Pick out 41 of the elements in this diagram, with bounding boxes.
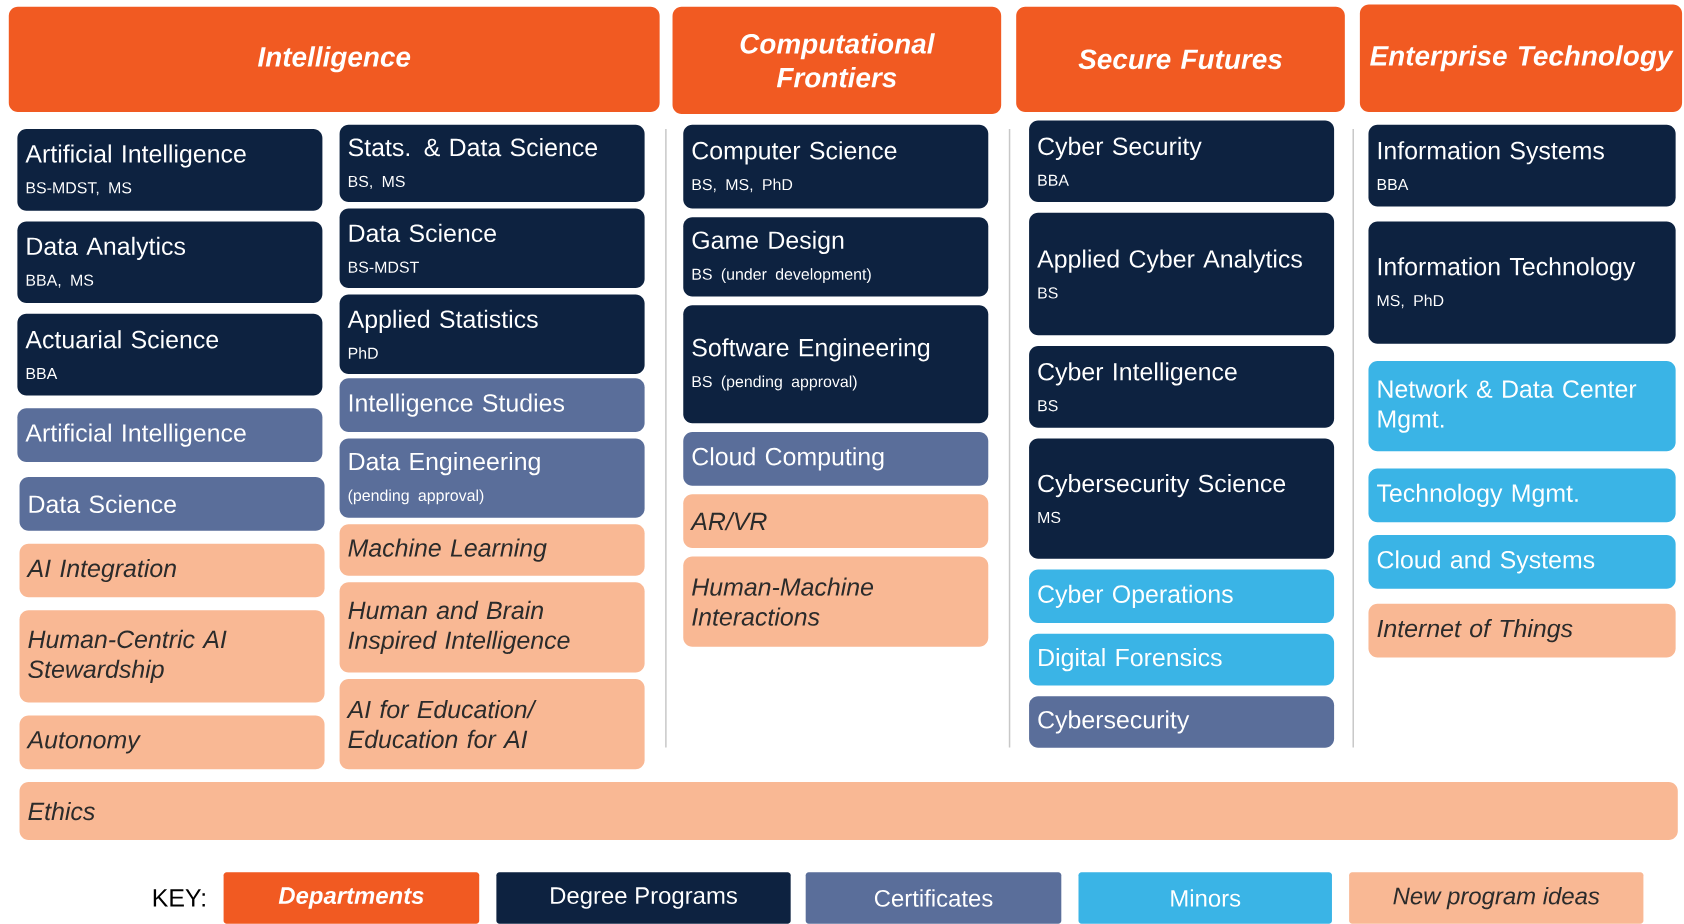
program-idea-box: Machine Learning <box>339 524 645 576</box>
key-label: KEY: <box>153 889 205 907</box>
program-idea-box: Internet of Things <box>1368 603 1676 658</box>
degree-program-box: Data Analytics BBA, MS <box>17 221 323 304</box>
certificate-box: Intelligence Studies <box>339 378 645 432</box>
minor-box: Network & Data Center Mgmt. <box>1368 361 1676 452</box>
dept-header: Intelligence <box>8 6 660 112</box>
degree-program-box: Information Technology MS, PhD <box>1368 221 1676 344</box>
degree-program-box: Data Science BS-MDST <box>339 208 645 289</box>
minor-box: Cloud and Systems <box>1368 535 1676 589</box>
degree-program-box: Artificial Intelligence BS-MDST, MS <box>17 129 323 211</box>
program-idea-box: Ethics <box>19 782 1678 841</box>
degree-program-box: Actuarial Science BBA <box>17 313 323 396</box>
certificate-box: Data Engineering (pending approval) <box>339 438 645 518</box>
program-idea-box: AI Integration <box>19 543 325 598</box>
program-idea-box: Autonomy <box>19 715 325 770</box>
dept-header: Enterprise Technology <box>1359 4 1683 112</box>
degree-program-box: Cyber Intelligence BS <box>1029 346 1335 428</box>
degree-program-box: Applied Cyber Analytics BS <box>1029 212 1335 336</box>
program-idea-box: AI for Education/ Education for AI <box>339 678 645 770</box>
program-idea-box: Human-Centric AI Stewardship <box>19 610 325 703</box>
degree-program-box: Information Systems BBA <box>1368 124 1676 207</box>
degree-program-box: Cybersecurity Science MS <box>1029 438 1335 559</box>
program-idea-box: Human and Brain Inspired Intelligence <box>339 582 645 673</box>
degree-program-box: Stats. & Data Science BS, MS <box>339 124 645 203</box>
degree-program-box: Computer Science BS, MS, PhD <box>683 124 989 209</box>
degree-program-box: Cyber Security BBA <box>1029 120 1335 203</box>
dept-header: Secure Futures <box>1016 6 1345 112</box>
program-idea-box: AR/VR <box>683 494 989 548</box>
degree-program-box: Applied Statistics PhD <box>339 294 645 374</box>
dept-header: Computational Frontiers <box>672 6 1002 115</box>
program-idea-box: Human-Machine Interactions <box>683 556 989 647</box>
certificate-box: Cloud Computing <box>683 431 989 486</box>
degree-program-box: Software Engineering BS (pending approval) <box>683 305 989 424</box>
certificate-box: Cybersecurity <box>1029 696 1335 748</box>
minor-box: Cyber Operations <box>1029 569 1335 624</box>
minor-box: Digital Forensics <box>1029 633 1335 686</box>
minor-box: Technology Mgmt. <box>1368 468 1676 523</box>
degree-program-box: Game Design BS (under development) <box>683 217 989 297</box>
certificate-box: Data Science <box>19 477 325 531</box>
certificate-box: Artificial Intelligence <box>17 408 323 462</box>
